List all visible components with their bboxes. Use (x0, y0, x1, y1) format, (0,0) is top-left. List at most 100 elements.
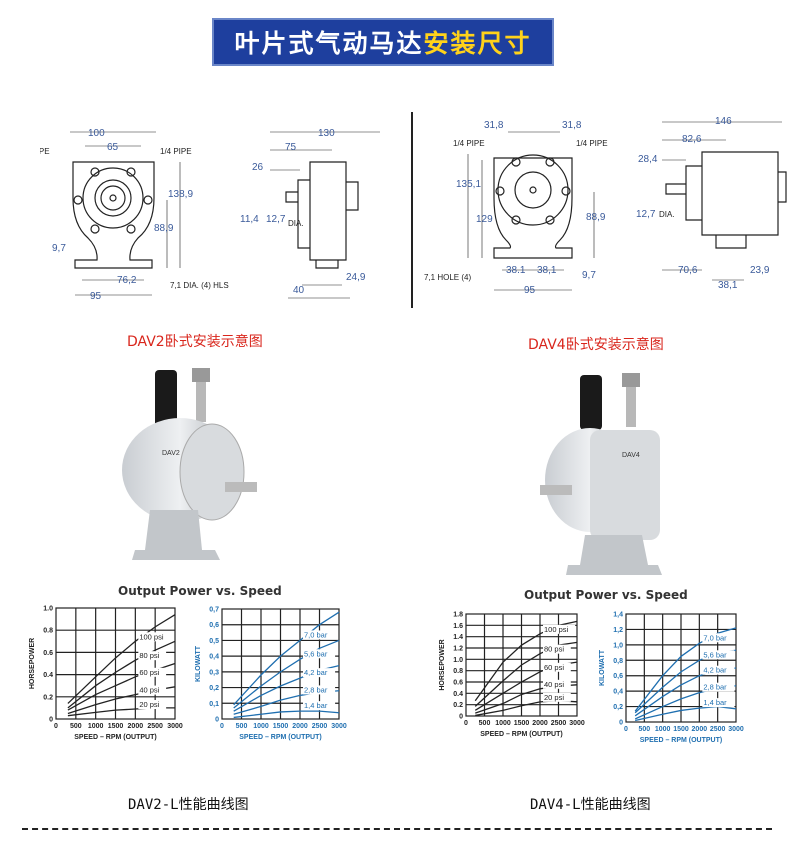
x-tick-label: 3000 (331, 723, 347, 730)
series-line-1-4-bar (233, 710, 340, 719)
dim-38-1: 38,1 (718, 280, 738, 291)
x-tick-label: 2500 (710, 726, 726, 733)
series-label: 100 psi (139, 632, 164, 641)
dim-70-6: 70,6 (678, 265, 698, 276)
title-white: 叶片式气动马达 (234, 29, 424, 58)
dia-label: DIA. (288, 219, 304, 228)
y-tick-label: 0,1 (209, 701, 219, 708)
series-label-bg (543, 662, 571, 672)
y-tick-label: 0.2 (43, 694, 53, 701)
y-tick-label: 0 (215, 717, 219, 724)
y-tick-label: 0 (49, 717, 53, 724)
y-tick-label: 0,6 (613, 673, 623, 680)
dim-75: 75 (285, 142, 297, 153)
series-label-bg (543, 624, 576, 634)
holes-note: 7,1 HOLE (4) (424, 273, 471, 282)
x-tick-label: 1000 (655, 726, 671, 733)
dav2-motor-photo: DAV2 (122, 368, 257, 560)
dim-82-6: 82,6 (682, 134, 702, 145)
dav4-chart-title: Output Power vs. Speed (524, 588, 688, 602)
x-tick-label: 3000 (167, 723, 183, 730)
y-tick-label: 0,8 (613, 658, 623, 665)
dim-100: 100 (88, 128, 105, 139)
series-label-bg (138, 651, 167, 661)
y-tick-label: 1,0 (613, 642, 623, 649)
y-tick-label: 0,4 (613, 689, 623, 696)
series-label: 1,4 bar (304, 701, 328, 710)
x-tick-label: 0 (220, 723, 224, 730)
y-tick-label: 0,5 (209, 638, 219, 645)
series-line-7-0-bar (233, 611, 340, 706)
series-label-bg (138, 632, 171, 642)
series-label: 2,8 bar (304, 685, 328, 694)
x-tick-label: 0 (54, 723, 58, 730)
series-label-bg (138, 685, 167, 695)
x-tick-label: 3000 (569, 720, 585, 727)
dim-31-8-right: 31,8 (562, 120, 582, 131)
dim-23-9: 23,9 (750, 265, 770, 276)
series-label: 20 psi (139, 700, 159, 709)
series-label: 5,6 bar (304, 649, 328, 658)
series-line-100-psi (67, 614, 176, 704)
x-axis-label: SPEED – RPM (OUTPUT) (74, 734, 156, 741)
dav4-install-caption: DAV4卧式安装示意图 (528, 337, 664, 353)
dim-146: 146 (715, 116, 732, 127)
y-tick-label: 0,3 (209, 669, 219, 676)
dim-28-4: 28,4 (638, 154, 658, 165)
dim-9-7: 9,7 (52, 243, 66, 254)
series-label: 5,6 bar (703, 650, 727, 659)
pipe-left: 1/4 PIPE (40, 147, 50, 156)
y-tick-label: 0,4 (209, 654, 219, 661)
series-label-bg (543, 679, 571, 689)
dim-11-4: 11,4 (240, 214, 259, 225)
series-label-bg (702, 682, 735, 692)
y-tick-label: 0,2 (209, 685, 219, 692)
y-tick-label: 1.6 (453, 623, 463, 630)
dav4-label: DAV4 (622, 452, 640, 459)
y-tick-label: 0.4 (43, 672, 53, 679)
series-label: 80 psi (544, 645, 564, 654)
y-tick-label: 0.8 (453, 668, 463, 675)
dim-40: 40 (293, 285, 305, 296)
x-tick-label: 500 (236, 723, 248, 730)
x-tick-label: 1000 (88, 723, 104, 730)
title-yellow: 安装尺寸 (423, 29, 532, 58)
x-tick-label: 0 (464, 720, 468, 727)
series-label-bg (543, 692, 571, 702)
dav4-motor-photo: DAV4 (540, 373, 662, 575)
pipe-left: 1/4 PIPE (453, 139, 485, 148)
x-axis-label: SPEED – RPM (OUTPUT) (480, 731, 562, 738)
x-tick-label: 2000 (532, 720, 548, 727)
series-label: 40 psi (544, 680, 564, 689)
dim-138-9: 138,9 (168, 189, 193, 200)
y-tick-label: 0,2 (613, 704, 623, 711)
dav2-install-caption: DAV2卧式安装示意图 (127, 334, 263, 350)
x-tick-label: 500 (479, 720, 491, 727)
y-axis-label: KILOWATT (195, 645, 202, 682)
dim-26: 26 (252, 162, 264, 173)
y-tick-label: 1.0 (43, 606, 53, 613)
x-tick-label: 1500 (273, 723, 289, 730)
pipe-right: 1/4 PIPE (576, 139, 608, 148)
y-tick-label: 1.4 (453, 634, 463, 641)
series-label-bg (702, 633, 735, 643)
divider (411, 112, 413, 308)
dim-12-7: 12,7 (636, 209, 656, 220)
y-axis-label: HORSEPOWER (29, 638, 36, 689)
series-label: 60 psi (139, 668, 159, 677)
series-label-bg (543, 644, 571, 654)
series-label-bg (138, 667, 167, 677)
series-line-5-6-bar (233, 639, 340, 709)
x-tick-label: 1500 (108, 723, 124, 730)
dim-135-1: 135,1 (456, 179, 481, 190)
dim-38-1-left: 38.1 (506, 265, 526, 276)
series-line-100-psi (474, 620, 578, 702)
series-label-bg (303, 701, 336, 711)
y-tick-label: 0,6 (209, 622, 219, 629)
series-label-bg (303, 630, 336, 640)
y-tick-label: 0 (619, 720, 623, 727)
y-tick-label: 0 (459, 714, 463, 721)
y-tick-label: 0.2 (453, 702, 463, 709)
holes-note: 7,1 DIA. (4) HLS (170, 281, 229, 290)
